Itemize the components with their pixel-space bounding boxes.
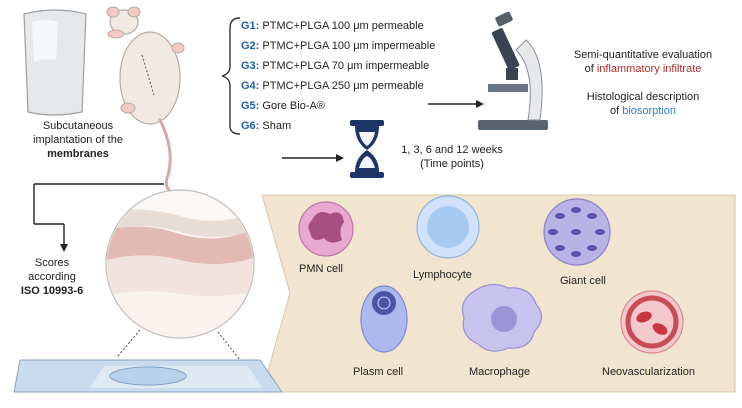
group-label: Gore Bio-A® xyxy=(262,100,325,112)
evaluation-line1: Semi-quantitative evaluation xyxy=(573,49,713,61)
lymphocyte-label: Lymphocyte xyxy=(413,269,472,281)
group-item: G4: PTMC+PLGA 250 μm permeable xyxy=(241,80,424,92)
rat-icon xyxy=(106,6,185,198)
group-label: PTMC+PLGA 100 μm permeable xyxy=(262,20,424,32)
connector-to-scores xyxy=(33,183,164,252)
hourglass-icon xyxy=(350,120,384,178)
scores-line1: Scores xyxy=(34,257,70,269)
implant-caption-line2: implantation of the xyxy=(33,134,123,146)
scores-line2: according xyxy=(28,271,76,283)
group-item: G1: PTMC+PLGA 100 μm permeable xyxy=(241,20,424,32)
histology-magnifier xyxy=(105,189,255,361)
pmn-cell-label: PMN cell xyxy=(299,263,344,275)
arrow-to-hourglass xyxy=(282,154,344,162)
plasm-cell-label: Plasm cell xyxy=(353,366,404,378)
group-item: G6: Sham xyxy=(241,120,291,132)
pmn-cell-icon xyxy=(298,201,354,257)
plasm-cell-icon xyxy=(360,285,408,353)
group-label: PTMC+PLGA 70 μm impermeable xyxy=(262,60,430,72)
group-code: G5: xyxy=(241,100,260,112)
giant-cell-icon xyxy=(543,198,611,266)
group-code: G6: xyxy=(241,120,260,132)
group-item: G2: PTMC+PLGA 100 μm impermeable xyxy=(241,40,435,52)
timepoints-line1: 1, 3, 6 and 12 weeks xyxy=(401,144,503,156)
macrophage-label: Macrophage xyxy=(469,366,531,378)
evaluation-line4-prefix: of xyxy=(609,105,623,117)
group-code: G2: xyxy=(241,40,260,52)
implant-caption-line3: membranes xyxy=(47,148,109,160)
implant-caption-line1: Subcutaneous xyxy=(42,120,114,132)
slide-icon xyxy=(13,359,283,393)
giant-cell-label: Giant cell xyxy=(560,275,606,287)
evaluation-text: Semi-quantitative evaluation of inflamma… xyxy=(548,48,738,118)
biosorption-highlight: biosorption xyxy=(622,105,677,117)
evaluation-line2-prefix: of xyxy=(584,63,597,75)
membrane-icon xyxy=(23,9,87,116)
timepoints-text: 1, 3, 6 and 12 weeks (Time points) xyxy=(382,143,522,171)
neovascularization-label: Neovascularization xyxy=(602,366,695,378)
group-label: Sham xyxy=(262,120,292,132)
group-code: G4: xyxy=(241,80,260,92)
microscope-icon xyxy=(478,11,548,130)
implant-caption: Subcutaneous implantation of the membran… xyxy=(8,119,148,161)
scores-line3: ISO 10993-6 xyxy=(20,285,84,297)
group-code: G3: xyxy=(241,60,260,72)
macrophage-icon xyxy=(461,283,543,352)
neovascularization-icon xyxy=(620,290,684,354)
group-code: G1: xyxy=(241,20,260,32)
group-label: PTMC+PLGA 100 μm impermeable xyxy=(262,40,436,52)
scores-text: Scores according ISO 10993-6 xyxy=(8,256,96,298)
evaluation-line3: Histological description xyxy=(586,91,700,103)
arrow-to-microscope xyxy=(428,100,484,108)
groups-bracket xyxy=(221,17,241,135)
group-item: G3: PTMC+PLGA 70 μm impermeable xyxy=(241,60,429,72)
evaluation-line2: of inflammatory infiltrate xyxy=(548,62,738,76)
group-label: PTMC+PLGA 250 μm permeable xyxy=(262,80,424,92)
timepoints-line2: (Time points) xyxy=(420,158,484,170)
evaluation-line4: of biosorption xyxy=(548,104,738,118)
lymphocyte-icon xyxy=(416,195,480,259)
group-item: G5: Gore Bio-A® xyxy=(241,100,325,112)
inflammatory-infiltrate-highlight: inflammatory infiltrate xyxy=(596,63,702,75)
